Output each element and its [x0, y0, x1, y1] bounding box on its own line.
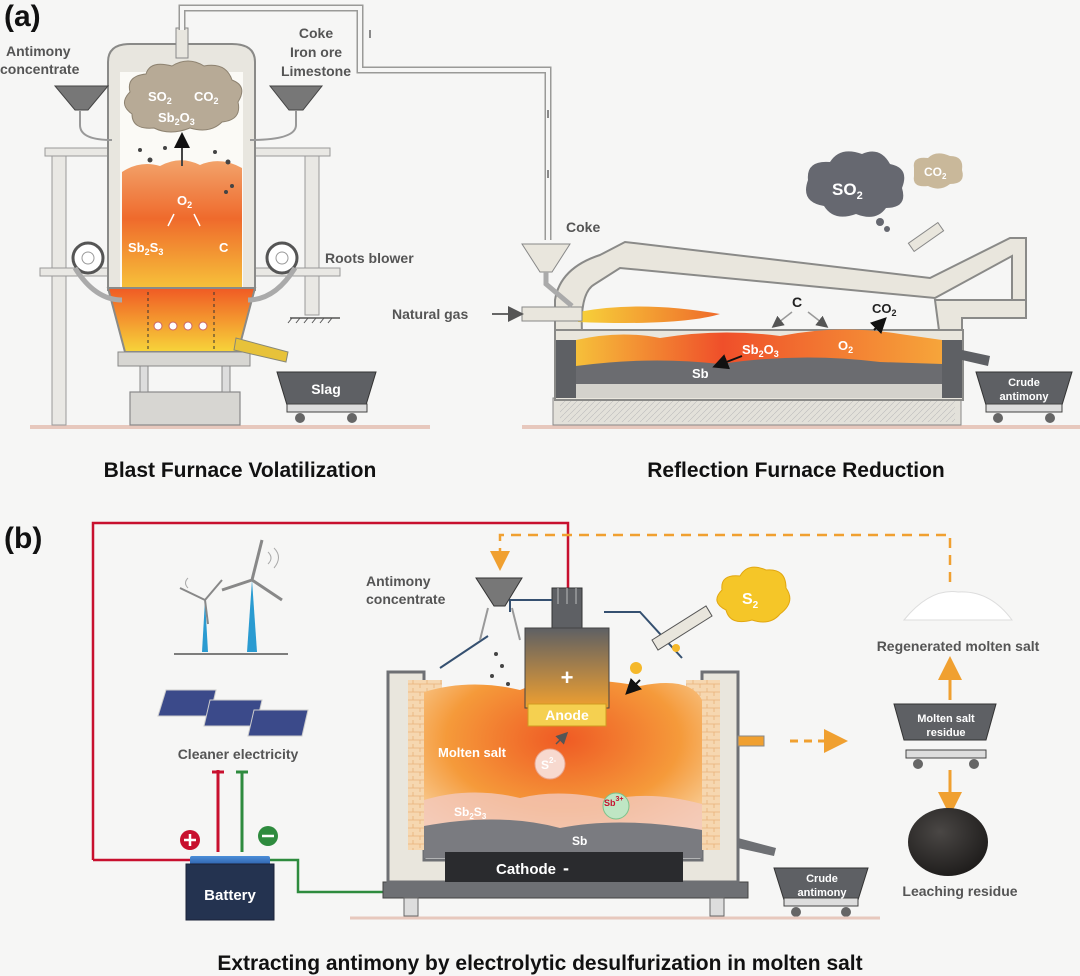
bath-sb2s3: Sb2S3 [454, 805, 487, 821]
leaching-label: Leaching residue [902, 883, 1017, 899]
reflection-o2: O2 [838, 338, 853, 355]
reflection-cloud-co2: CO2 [924, 165, 947, 181]
reflection-co2: CO2 [872, 301, 897, 318]
panel-b-label: (b) [4, 522, 42, 555]
anode [524, 627, 610, 709]
s-ion-label: S2- [541, 756, 556, 772]
gas-co2: CO2 [194, 89, 219, 106]
blast-c: C [219, 240, 229, 255]
hopper-right [268, 85, 324, 111]
s2-cloud [716, 566, 791, 623]
reflection-furnace: SO2 CO2 C CO2 Sb2O3 O2 Sb Coke Natural g… [392, 151, 1080, 429]
roots-blower-right [247, 241, 299, 303]
panel-b-title: Extracting antimony by electrolytic desu… [217, 952, 862, 975]
right-frame [304, 149, 320, 316]
gas-so2: SO2 [148, 89, 172, 106]
electrolysis-cell: Cathode - + Anode S2 Molten salt S2- Sb3… [382, 566, 791, 917]
leaching-residue-ball [908, 808, 988, 876]
natural-gas-label: Natural gas [392, 306, 468, 322]
gas-cloud [124, 60, 243, 133]
roots-blower-left [71, 241, 123, 303]
s2-label: S2 [742, 591, 759, 611]
regenerated-label: Regenerated molten salt [877, 638, 1040, 654]
burner-flame [578, 306, 720, 323]
salt-pile [902, 591, 1013, 621]
bath-sb: Sb [572, 834, 587, 848]
cathode-sign: - [563, 858, 569, 878]
tap-spout [233, 337, 289, 363]
sb-ion-label: Sb3+ [604, 796, 624, 808]
left-frame [51, 149, 67, 426]
cathode [445, 852, 683, 882]
panel-a-label: (a) [4, 0, 41, 33]
sb-ion-bubble [602, 792, 630, 820]
furnace-base [129, 391, 241, 426]
blast-sb2s3: Sb2S3 [128, 240, 163, 257]
anode-label: Anode [545, 707, 589, 723]
solar-panels [157, 689, 309, 737]
reflection-sb: Sb [692, 366, 709, 381]
cathode-label: Cathode [496, 861, 556, 878]
battery: Battery [180, 826, 278, 921]
blast-o2: O2 [177, 193, 192, 210]
gas-sb2o3: Sb2O3 [158, 110, 195, 127]
wind-turbines [174, 539, 288, 655]
regeneration-loop [490, 533, 952, 582]
hopper-left [53, 85, 110, 111]
battery-label: Battery [204, 887, 256, 904]
anode-sign: + [561, 665, 574, 690]
molten-salt-label: Molten salt [438, 745, 507, 760]
negative-wire [268, 858, 384, 894]
ground-line-a [30, 425, 430, 429]
positive-wire [91, 521, 570, 862]
slag-cart: Slag [276, 371, 377, 423]
reflection-sb2o3: Sb2O3 [742, 342, 779, 359]
reflection-melt [576, 329, 942, 368]
blast-title: Blast Furnace Volatilization [104, 459, 377, 482]
slag-label: Slag [311, 381, 341, 397]
reflection-coke-label: Coke [566, 219, 600, 235]
feed-hopper [475, 577, 523, 607]
so2-cloud [806, 151, 905, 217]
reflection-c: C [792, 294, 802, 310]
reflection-so2: SO2 [832, 180, 863, 202]
reflection-title: Reflection Furnace Reduction [647, 459, 945, 482]
s-ion-bubble [534, 748, 566, 780]
furnace-bosh [106, 287, 257, 353]
co2-cloud [913, 153, 963, 189]
roots-blower-label: Roots blower [325, 250, 414, 266]
burden-fire [122, 160, 242, 290]
cleaner-electricity-label: Cleaner electricity [178, 746, 299, 762]
